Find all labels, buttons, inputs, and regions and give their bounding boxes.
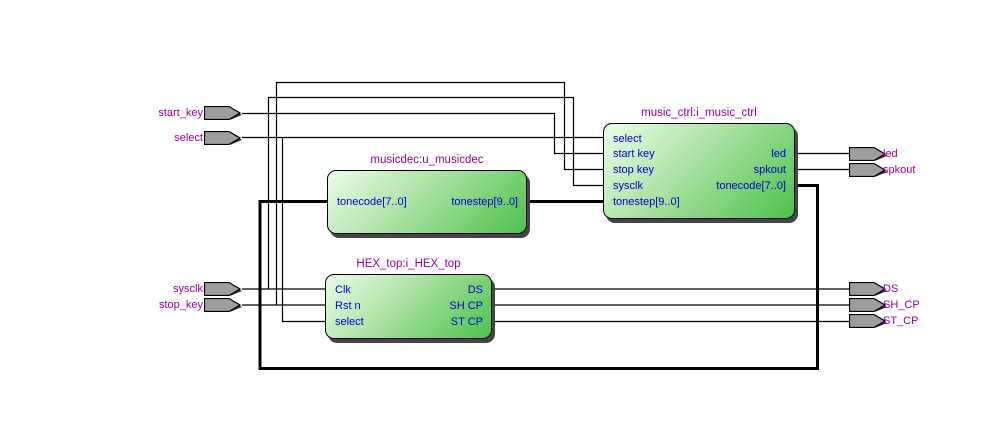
output-pin-SH_CP[interactable]: SH_CP: [849, 298, 920, 312]
port-musicctrl-led: led: [771, 148, 786, 160]
wire-stop_key-branch[interactable]: [275, 81, 604, 306]
port-musicctrl-startkey: start key: [613, 148, 655, 160]
port-hextop-shcp: SH CP: [449, 300, 483, 312]
output-pin-label: spkout: [883, 164, 916, 176]
output-pin-DS[interactable]: DS: [849, 282, 898, 296]
port-musicctrl-stopkey: stop key: [613, 164, 654, 176]
wire-sysclk-branch[interactable]: [267, 96, 604, 290]
output-pin-arrow-icon: [849, 298, 887, 312]
block-music-ctrl[interactable]: music_ctrl:i_music_ctrl select start key…: [603, 107, 795, 219]
bus-tonecode[interactable]: [258, 184, 819, 370]
port-musicctrl-select: select: [613, 133, 642, 145]
block-title-music-ctrl: music_ctrl:i_music_ctrl: [641, 107, 757, 119]
output-pin-arrow-icon: [849, 314, 887, 328]
input-pin-sysclk[interactable]: sysclk: [173, 282, 242, 296]
output-pin-label: led: [883, 148, 898, 160]
port-musicdec-tonecode: tonecode[7..0]: [337, 196, 407, 208]
input-pin-select[interactable]: select: [174, 131, 242, 145]
block-hex-top[interactable]: HEX_top:i_HEX_top Clk Rst n select DS SH…: [325, 258, 492, 339]
port-musicctrl-tonecode: tonecode[7..0]: [716, 180, 786, 192]
port-musicdec-tonestep: tonestep[9..0]: [451, 196, 518, 208]
input-pin-arrow-icon: [204, 282, 242, 296]
output-pin-arrow-icon: [849, 282, 887, 296]
output-pin-label: ST_CP: [883, 315, 919, 327]
input-pin-start_key[interactable]: start_key: [158, 106, 242, 120]
block-title-hex-top: HEX_top:i_HEX_top: [356, 258, 461, 270]
output-pin-spkout[interactable]: spkout: [849, 163, 915, 177]
input-pin-label: sysclk: [173, 283, 203, 295]
output-pin-ST_CP[interactable]: ST_CP: [849, 314, 918, 328]
wire-start_key[interactable]: [242, 112, 603, 155]
wire-select-branch[interactable]: [281, 137, 326, 323]
input-pin-arrow-icon: [204, 298, 242, 312]
block-musicdec[interactable]: musicdec:u_musicdec tonecode[7..0] tones…: [327, 154, 527, 234]
input-pin-label: stop_key: [158, 299, 203, 311]
port-musicctrl-sysclk: sysclk: [613, 180, 643, 192]
output-pin-led[interactable]: led: [849, 147, 898, 161]
output-pin-label: DS: [883, 283, 899, 295]
input-pin-arrow-icon: [204, 106, 242, 120]
block-title-musicdec: musicdec:u_musicdec: [370, 154, 484, 166]
port-hextop-stcp: ST CP: [450, 316, 483, 328]
output-pin-label: SH_CP: [883, 299, 920, 311]
input-pin-arrow-icon: [204, 131, 242, 145]
output-pin-arrow-icon: [849, 163, 887, 177]
port-hextop-ds: DS: [467, 284, 483, 296]
input-pin-label: start_key: [158, 107, 203, 119]
port-hextop-select: select: [335, 316, 364, 328]
input-pin-stop_key[interactable]: stop_key: [159, 298, 242, 312]
port-musicctrl-spkout: spkout: [753, 164, 786, 176]
output-pin-arrow-icon: [849, 147, 887, 161]
port-hextop-rstn: Rst n: [335, 300, 361, 312]
input-pin-label: select: [174, 132, 203, 144]
port-hextop-clk: Clk: [335, 284, 351, 296]
port-musicctrl-tonestep: tonestep[9..0]: [613, 196, 680, 208]
